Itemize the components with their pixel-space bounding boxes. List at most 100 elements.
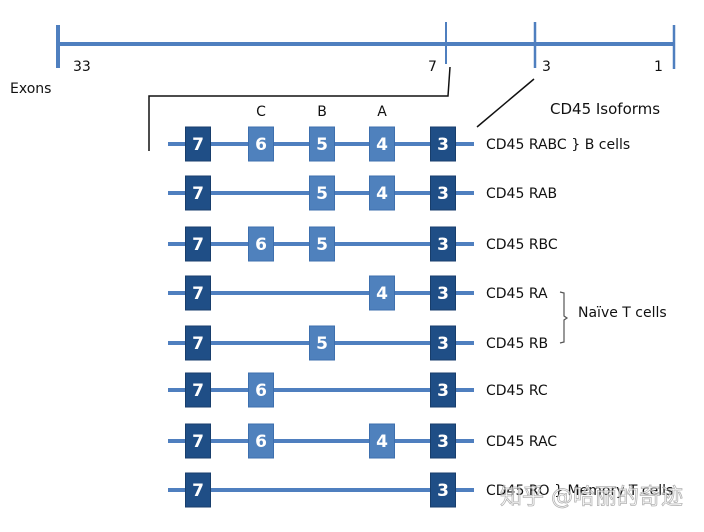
isoform-name: CD45 RC [486,383,548,399]
exon-7-box: 7 [185,325,211,361]
isoform-name: CD45 RAB [486,186,557,202]
isoform-name: CD45 RBC [486,237,558,253]
exon-letter-b: B [317,104,327,120]
exon-number: 7 [192,481,204,501]
exon-6-box: 6 [248,423,274,459]
isoform-row-cd45-ra: 7 4 3 CD45 RA [168,275,548,311]
exon-number: 6 [255,381,267,401]
exon-number: 4 [376,184,388,204]
exon-rect [369,175,395,211]
exons-label: Exons [10,81,51,97]
isoform-name: CD45 RA [486,286,548,302]
exon-number: 7 [192,381,204,401]
naive-t-cells-brace [559,291,569,344]
exon-number: 6 [255,235,267,255]
cell-type-note: } B cells [571,137,630,153]
exon-rect [430,175,456,211]
exon-3-box: 3 [430,226,456,262]
exon-number: 7 [192,284,204,304]
isoform-row-cd45-ro: 7 3 CD45 RO} Memory T cells [168,472,673,508]
exon-rect [430,472,456,508]
bracket-left [148,66,451,151]
exon-rect [185,175,211,211]
exon-rect [430,423,456,459]
exon-7-box: 7 [185,423,211,459]
exon-6-box: 6 [248,372,274,408]
exon-5-box: 5 [309,325,335,361]
exon-number: 3 [437,184,449,204]
exon-number: 7 [192,334,204,354]
exon-number: 6 [255,135,267,155]
naive-t-cells-label: Naïve T cells [578,305,667,321]
exon-rect [430,372,456,408]
exon-number: 3 [437,481,449,501]
exon-5-box: 5 [309,126,335,162]
isoform-name: CD45 RO [486,483,550,499]
exon-4-box: 4 [369,423,395,459]
isoforms-title: CD45 Isoforms [550,100,660,118]
exon-number: 5 [316,235,328,255]
gene-axis: 33 7 3 1 Exons [10,22,676,97]
exon-4-box: 4 [369,275,395,311]
axis-label-1: 1 [654,59,663,75]
axis-label-3: 3 [542,59,551,75]
exon-number: 4 [376,284,388,304]
exon-3-box: 3 [430,472,456,508]
exon-number: 3 [437,284,449,304]
exon-5-box: 5 [309,226,335,262]
exon-rect [185,372,211,408]
exon-rect [430,226,456,262]
exon-5-box: 5 [309,175,335,211]
naive-t-cells-group: Naïve T cells [559,291,667,344]
exon-rect [185,472,211,508]
exon-number: 5 [316,334,328,354]
exon-rect [185,423,211,459]
exon-rect [369,126,395,162]
exon-number: 7 [192,235,204,255]
watermark: 知乎 @哈丽的奇迹 [500,485,683,510]
exon-letter-c: C [256,104,266,120]
exon-rect [248,226,274,262]
exon-rect [309,126,335,162]
axis-label-7: 7 [428,59,437,75]
exon-rect [309,226,335,262]
exon-6-box: 6 [248,126,274,162]
exon-number: 4 [376,135,388,155]
exon-3-box: 3 [430,275,456,311]
exon-rect [185,126,211,162]
exon-number: 5 [316,184,328,204]
exon-number: 3 [437,432,449,452]
exon-number: 3 [437,334,449,354]
exon-number: 5 [316,135,328,155]
exon-rect [309,325,335,361]
exon-3-box: 3 [430,126,456,162]
exon-number: 6 [255,432,267,452]
exon-number: 3 [437,235,449,255]
exon-3-box: 3 [430,423,456,459]
cell-type-note: } Memory T cells [554,483,673,499]
isoform-row-cd45-rbc: 7 6 5 3 CD45 RBC [168,226,558,262]
exon-6-box: 6 [248,226,274,262]
exon-7-box: 7 [185,472,211,508]
exon-3-box: 3 [430,372,456,408]
exon-7-box: 7 [185,275,211,311]
exon-4-box: 4 [369,126,395,162]
bracket-diagonal [476,78,535,128]
exon-3-box: 3 [430,325,456,361]
axis-label-33: 33 [73,59,91,75]
exon-letter-a: A [377,104,387,120]
isoform-name: CD45 RB [486,336,548,352]
exon-number: 7 [192,184,204,204]
exon-rect [248,372,274,408]
exon-7-box: 7 [185,226,211,262]
exon-rect [309,175,335,211]
exon-rect [185,226,211,262]
zoom-bracket [148,66,535,151]
exon-rect [248,126,274,162]
exon-7-box: 7 [185,126,211,162]
